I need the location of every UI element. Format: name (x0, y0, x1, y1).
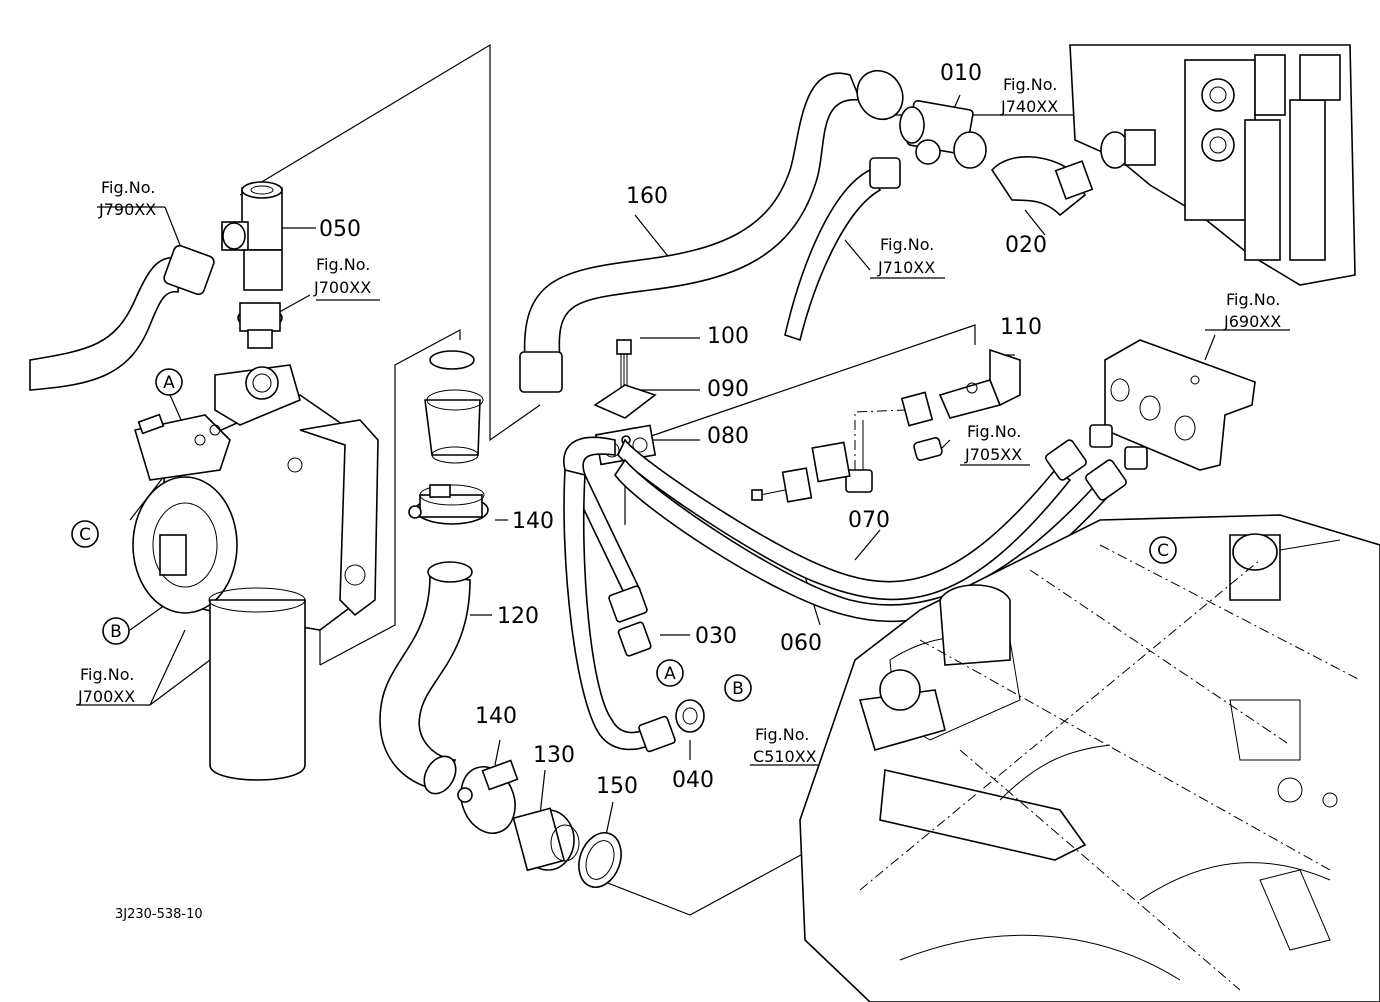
plate-090 (593, 384, 657, 419)
label-160: 160 (626, 184, 668, 209)
label-070: 070 (848, 508, 890, 533)
part-labels: 010 020 030 040 050 060 070 080 090 100 … (319, 61, 1047, 799)
svg-text:B: B (110, 622, 122, 642)
svg-text:Fig.No.: Fig.No. (80, 665, 134, 684)
mark-c-transmission: C (1149, 536, 1177, 564)
label-140-upper: 140 (512, 509, 554, 534)
control-valve-j740 (1069, 44, 1356, 286)
label-060: 060 (780, 631, 822, 656)
label-150: 150 (596, 774, 638, 799)
suction-hose-120 (379, 561, 473, 795)
bracket-110 (938, 348, 1021, 419)
hose-clamp-upper (408, 484, 489, 525)
label-090: 090 (707, 377, 749, 402)
adapter-130 (512, 807, 580, 872)
label-030: 030 (695, 624, 737, 649)
label-020: 020 (1005, 233, 1047, 258)
label-120: 120 (497, 604, 539, 629)
tee-fitting-050 (221, 181, 283, 349)
svg-text:C: C (1157, 541, 1169, 561)
svg-text:J740XX: J740XX (1000, 97, 1058, 116)
o-ring-150 (578, 832, 622, 888)
svg-text:Fig.No.: Fig.No. (1226, 290, 1280, 309)
pipe-to-j710 (784, 157, 901, 342)
svg-text:Fig.No.: Fig.No. (101, 178, 155, 197)
svg-text:C: C (79, 525, 91, 545)
figref-j700-bottom: Fig.No. J700XX (77, 665, 135, 706)
svg-text:C510XX: C510XX (753, 747, 817, 766)
svg-text:Fig.No.: Fig.No. (316, 255, 370, 274)
distribution-block-j690 (1089, 339, 1256, 471)
svg-text:J700XX: J700XX (77, 687, 135, 706)
bolt-100 (616, 339, 632, 392)
label-110: 110 (1000, 315, 1042, 340)
oil-filter (208, 587, 306, 781)
figref-j790: Fig.No. J790XX (98, 178, 156, 219)
figref-j700-top: Fig.No. J700XX (313, 255, 371, 297)
bracket-j705 (751, 391, 943, 503)
svg-text:Fig.No.: Fig.No. (755, 725, 809, 744)
label-130: 130 (533, 743, 575, 768)
label-050: 050 (319, 217, 361, 242)
transmission-housing (799, 514, 1380, 1002)
svg-text:B: B (732, 679, 744, 699)
svg-text:J790XX: J790XX (98, 200, 156, 219)
mark-b-pipe: B (724, 674, 752, 702)
figref-j690: Fig.No. J690XX (1223, 290, 1281, 331)
hydraulic-pump (132, 364, 379, 631)
mark-a-pipe: A (656, 659, 684, 687)
svg-text:Fig.No.: Fig.No. (967, 422, 1021, 441)
figref-j705: Fig.No. J705XX (964, 422, 1022, 464)
label-010: 010 (940, 61, 982, 86)
figure-references: Fig.No. J790XX Fig.No. J700XX Fig.No. J7… (77, 75, 1281, 766)
label-100: 100 (707, 324, 749, 349)
figref-j710: Fig.No. J710XX (877, 235, 935, 277)
svg-text:J705XX: J705XX (964, 445, 1022, 464)
label-080: 080 (707, 424, 749, 449)
svg-text:J690XX: J690XX (1223, 312, 1281, 331)
figref-j740: Fig.No. J740XX (1000, 75, 1058, 116)
tee-fitting-010 (899, 99, 987, 169)
svg-text:J710XX: J710XX (877, 258, 935, 277)
pipe-030-040 (563, 436, 705, 753)
mark-a-pump: A (155, 368, 183, 396)
svg-text:Fig.No.: Fig.No. (1003, 75, 1057, 94)
figref-c510: Fig.No. C510XX (753, 725, 817, 766)
label-140-lower: 140 (475, 704, 517, 729)
mark-c-pump: C (71, 520, 99, 548)
svg-text:Fig.No.: Fig.No. (880, 235, 934, 254)
elbow-fitting-020 (990, 156, 1094, 217)
svg-text:A: A (664, 664, 676, 684)
pressure-hose-160 (519, 69, 904, 393)
fitting-upper-hose (424, 350, 484, 464)
suction-hose-left (29, 244, 215, 391)
connection-marks: A C B A B C (71, 368, 1177, 702)
hose-clamp-lower (457, 759, 519, 834)
svg-text:A: A (163, 373, 175, 393)
svg-text:J700XX: J700XX (313, 278, 371, 297)
label-040: 040 (672, 768, 714, 793)
drawing-code: 3J230-538-10 (115, 907, 203, 922)
mark-b-pump: B (102, 617, 130, 645)
